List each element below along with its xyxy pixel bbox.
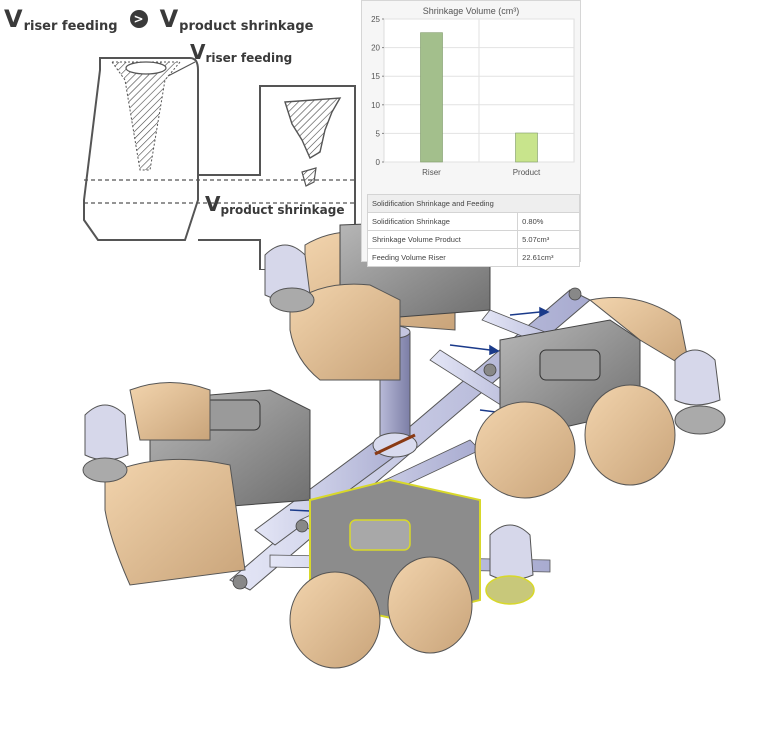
casting-right	[474, 297, 691, 499]
riser-feeding-term: V riser feeding	[4, 5, 118, 34]
bar-riser	[420, 32, 443, 163]
product-shrinkage-label: V product shrinkage	[205, 192, 345, 217]
shrinkage-chart-panel: 0 5 10 15 20 25 Riser Product Shrinkage Volume…	[361, 0, 581, 267]
shrinkage-bar-chart: 0 5 10 15 20 25 Riser Product	[371, 15, 575, 177]
casting-left	[104, 382, 311, 586]
casting-3d-model	[82, 219, 726, 669]
cross-section-sketch	[83, 57, 356, 270]
y-tick-label: 5	[376, 129, 381, 138]
chart-categories: Riser Product	[422, 168, 541, 177]
y-tick-label: 25	[371, 15, 380, 24]
category-label: Riser	[422, 168, 441, 177]
chart-bars	[420, 32, 538, 163]
row-value: 22.61cm³	[517, 248, 580, 267]
casting-bottom-selected	[289, 478, 481, 669]
table-title: Solidification Shrinkage and Feeding	[367, 194, 580, 213]
table-row: Solidification Shrinkage 0.80%	[366, 212, 580, 231]
y-tick-label: 0	[376, 158, 381, 167]
riser-outline	[83, 57, 199, 241]
row-label: Solidification Shrinkage	[366, 212, 519, 231]
riser-shrinkage-cone	[111, 61, 182, 171]
riser-feeding-label: V riser feeding	[190, 40, 293, 65]
greater-than-icon: >	[129, 10, 148, 28]
row-label: Shrinkage Volume Product	[366, 230, 519, 249]
row-label: Feeding Volume Riser	[366, 248, 519, 267]
row-value: 0.80%	[517, 212, 580, 231]
category-label: Product	[513, 168, 541, 177]
table-row: Feeding Volume Riser 22.61cm³	[366, 248, 580, 267]
riser-top-cavity	[125, 61, 167, 75]
chart-title: Shrinkage Volume (cm³)	[422, 6, 520, 16]
product-shrinkage-blob	[284, 97, 342, 160]
y-tick-label: 10	[371, 101, 380, 110]
product-small-shrinkage	[301, 167, 317, 187]
v-subscript: riser feeding	[23, 19, 118, 34]
product-outline	[197, 85, 356, 270]
v-subscript: product shrinkage	[179, 19, 314, 34]
v-symbol: V	[4, 5, 23, 33]
small-risers	[82, 244, 726, 605]
v-subscript: riser feeding	[205, 51, 293, 65]
formula-header: V riser feeding > V product shrinkage	[4, 4, 313, 34]
v-symbol: V	[205, 192, 221, 216]
row-value: 5.07cm³	[517, 230, 580, 249]
leader-line	[167, 61, 196, 77]
chart-ticks: 0 5 10 15 20 25	[371, 15, 384, 167]
table-row: Shrinkage Volume Product 5.07cm³	[366, 230, 580, 249]
shrinkage-table: Solidification Shrinkage and Feeding Sol…	[366, 194, 580, 267]
y-tick-label: 15	[371, 72, 380, 81]
chart-grid	[383, 18, 575, 163]
v-symbol: V	[190, 40, 206, 64]
y-tick-label: 20	[371, 44, 380, 53]
bar-product	[515, 132, 538, 163]
product-shrinkage-term: V product shrinkage	[159, 5, 314, 34]
v-subscript: product shrinkage	[220, 203, 345, 217]
v-symbol: V	[159, 5, 179, 33]
